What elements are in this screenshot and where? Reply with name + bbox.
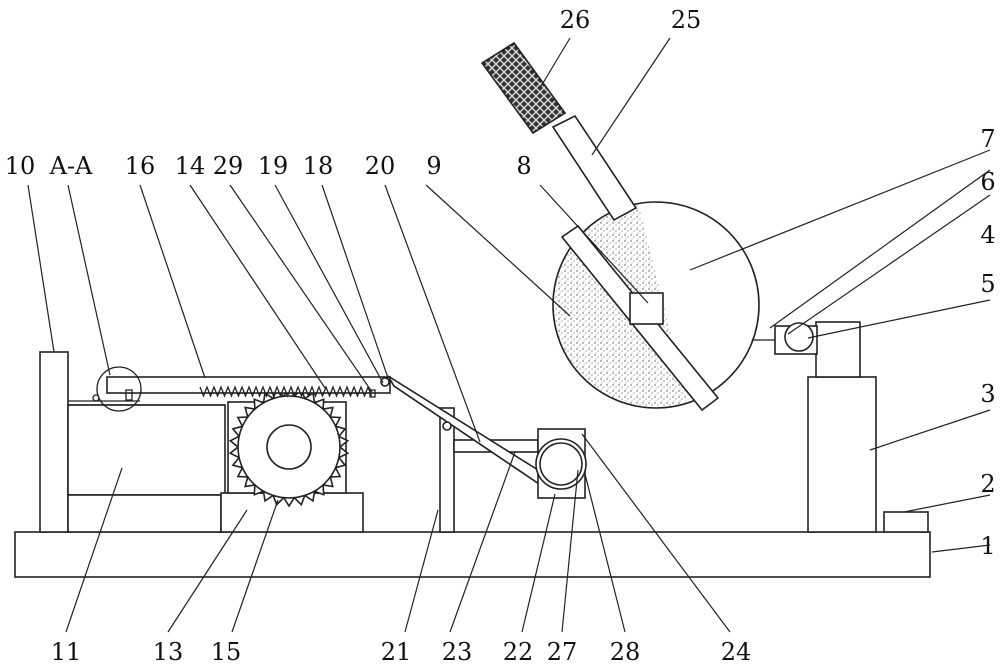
handle [480,41,638,222]
label-26: 26 [560,6,591,34]
leader-lines [27,37,991,633]
label-28: 28 [610,638,641,666]
detail-circle-aa [96,366,142,412]
label-21: 21 [381,638,412,666]
roller-inner [539,442,583,486]
gear [228,386,350,508]
label-10: 10 [5,152,36,180]
link-bar-edge [393,385,549,491]
label-16: 16 [125,152,156,180]
label-24: 24 [721,638,752,666]
stop-piece [369,389,376,398]
label-25: 25 [671,6,702,34]
label-8: 8 [516,152,531,180]
vertical-post [439,407,455,533]
left-column [39,351,69,533]
label-4: 4 [980,221,995,249]
right-column-neck [815,321,861,378]
label-6: 6 [980,168,995,196]
label-1: 1 [980,532,995,560]
label-11: 11 [51,638,82,666]
pivot-block [125,389,133,401]
link-bar [387,375,556,492]
pivot-pin [92,394,100,402]
label-27: 27 [547,638,578,666]
right-column [807,376,877,533]
label-18: 18 [303,152,334,180]
label-20: 20 [365,152,396,180]
label-13: 13 [153,638,184,666]
label-7: 7 [980,125,995,153]
saw-blade [552,201,760,412]
label-22: 22 [503,638,534,666]
label-5: 5 [980,270,995,298]
label-23: 23 [442,638,473,666]
label-aa: A-A [49,152,93,180]
label-2: 2 [980,470,995,498]
rack-bar [106,376,391,398]
link-pin [442,421,452,431]
label-19: 19 [258,152,289,180]
pin-joint [380,377,390,387]
label-3: 3 [980,380,995,408]
label-9: 9 [426,152,441,180]
motor-box [67,404,226,496]
hinge-pin [784,322,814,352]
small-block [883,511,929,533]
part-labels: 26 25 8 9 7 6 4 5 3 2 1 10 A-A 16 14 29 … [5,6,996,666]
motor-bracket [67,494,222,533]
label-15: 15 [211,638,242,666]
label-29: 29 [213,152,244,180]
label-14: 14 [175,152,206,180]
